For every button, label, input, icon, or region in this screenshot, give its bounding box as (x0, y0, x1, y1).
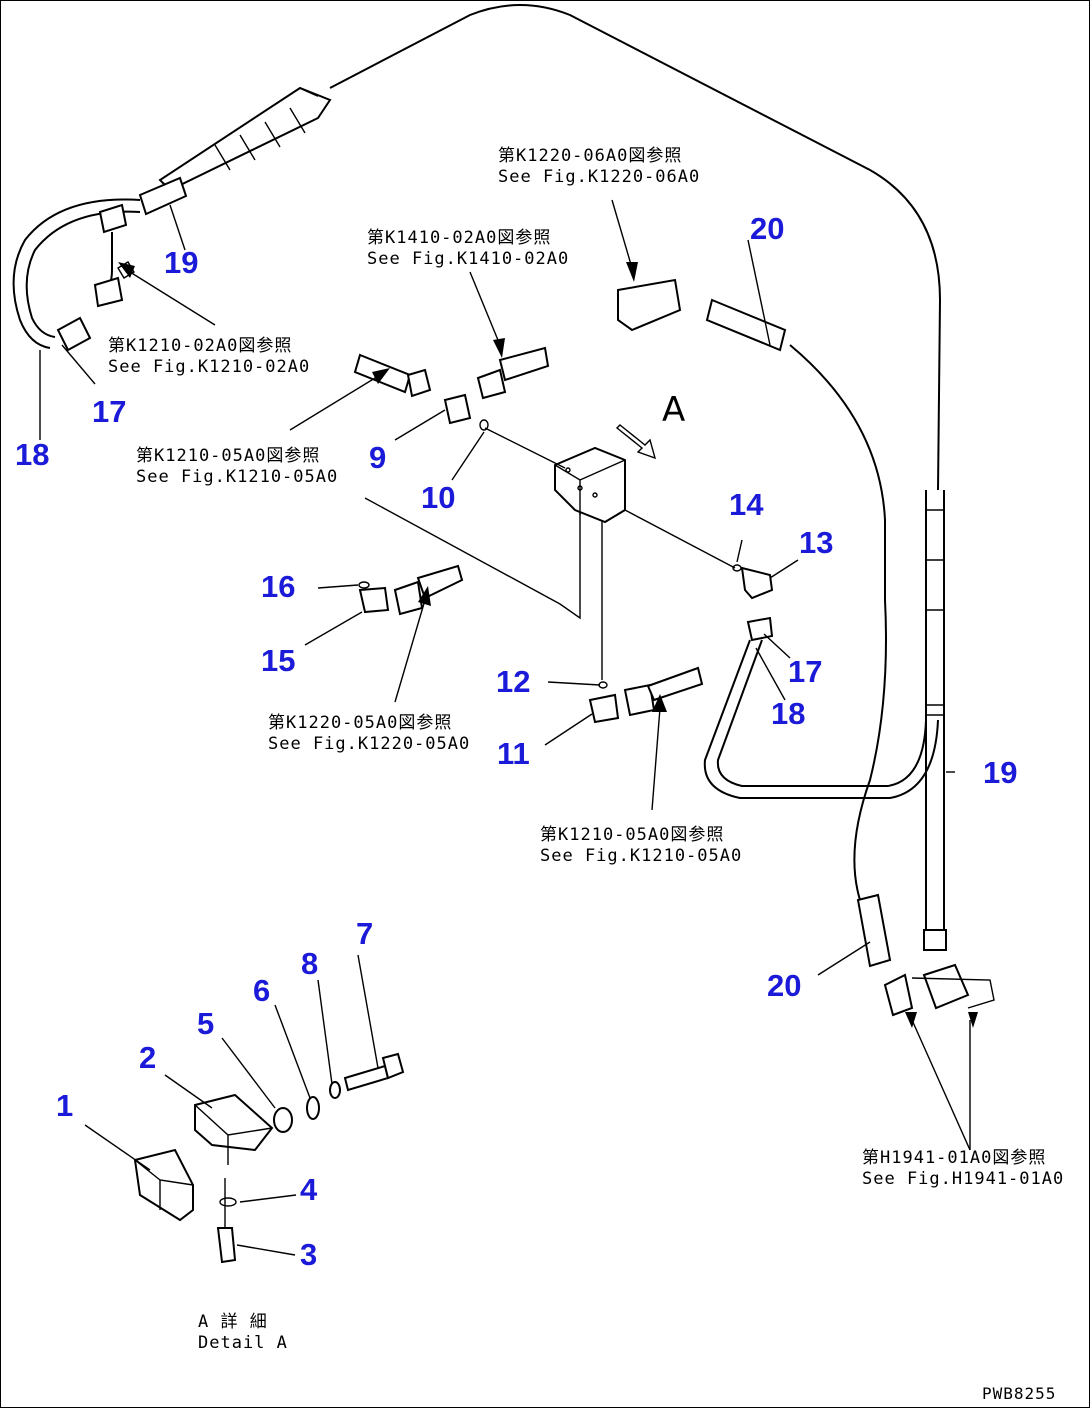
reference-k1410-02a0: 第K1410-02A0図参照 See Fig.K1410-02A0 (367, 228, 569, 270)
reference-arrows (118, 199, 971, 1151)
reference-jp: 第H1941-01A0図参照 (862, 1148, 1047, 1168)
reference-en: See Fig.K1210-05A0 (540, 846, 743, 866)
part-number-9: 9 (369, 440, 387, 475)
part-number-16: 16 (261, 569, 296, 604)
detail-a-parts (133, 1052, 405, 1264)
part-number-15: 15 (261, 643, 296, 678)
part-number-6: 6 (253, 973, 271, 1008)
leader-lines (39, 204, 955, 1256)
reference-en: See Fig.H1941-01A0 (862, 1169, 1065, 1189)
part-number-13: 13 (799, 525, 834, 560)
hose-19-right (883, 490, 995, 1028)
reference-jp: 第K1210-05A0図参照 (540, 825, 725, 845)
part-number-8: 8 (301, 946, 319, 981)
part-number-10: 10 (421, 480, 456, 515)
part-number-19: 19 (983, 755, 1018, 790)
reference-en: See Fig.K1210-02A0 (108, 357, 311, 377)
part-number-1: 1 (56, 1088, 74, 1123)
hose-19-loop (12, 4, 942, 491)
detail-en: Detail A (198, 1333, 288, 1353)
part-number-14: 14 (729, 487, 764, 522)
part-number-18: 18 (15, 437, 50, 472)
part-number-20: 20 (750, 211, 785, 246)
small-fittings (353, 346, 774, 724)
view-marker-a: A (662, 390, 686, 430)
part-number-7: 7 (356, 916, 374, 951)
part-number-17: 17 (788, 654, 823, 689)
reference-en: See Fig.K1210-05A0 (136, 467, 339, 487)
reference-k1220-06a0: 第K1220-06A0図参照 See Fig.K1220-06A0 (498, 146, 700, 188)
reference-h1941-01a0: 第H1941-01A0図参照 See Fig.H1941-01A0 (862, 1148, 1064, 1190)
reference-jp: 第K1210-02A0図参照 (108, 336, 293, 356)
part-number-2: 2 (139, 1040, 157, 1075)
reference-k1220-05a0: 第K1220-05A0図参照 See Fig.K1220-05A0 (268, 713, 470, 755)
reference-jp: 第K1210-05A0図参照 (136, 446, 321, 466)
part-number-18: 18 (771, 696, 806, 731)
reference-k1210-02a0: 第K1210-02A0図参照 See Fig.K1210-02A0 (108, 336, 310, 378)
reference-en: See Fig.K1220-06A0 (498, 167, 701, 187)
detail-jp: A 詳 細 (198, 1312, 268, 1332)
pipes-center (364, 427, 939, 799)
reference-k1210-05a0-left: 第K1210-05A0図参照 See Fig.K1210-05A0 (136, 446, 338, 488)
part-number-5: 5 (197, 1006, 215, 1041)
part-number-4: 4 (300, 1172, 318, 1207)
part-number-3: 3 (300, 1237, 318, 1272)
manifold-block (554, 424, 657, 524)
fitting-17-left (56, 203, 135, 352)
reference-jp: 第K1220-06A0図参照 (498, 146, 683, 166)
part-number-19: 19 (164, 245, 199, 280)
part-number-20: 20 (767, 968, 802, 1003)
reference-jp: 第K1220-05A0図参照 (268, 713, 453, 733)
reference-en: See Fig.K1410-02A0 (367, 249, 570, 269)
detail-a-caption: A 詳 細 Detail A (198, 1312, 288, 1354)
part-number-12: 12 (496, 664, 531, 699)
reference-en: See Fig.K1220-05A0 (268, 734, 471, 754)
drawing-code: PWB8255 (982, 1384, 1057, 1403)
part-number-11: 11 (497, 736, 530, 771)
reference-jp: 第K1410-02A0図参照 (367, 228, 552, 248)
hose-20 (617, 278, 892, 968)
part-number-17: 17 (92, 394, 127, 429)
reference-k1210-05a0-bottom: 第K1210-05A0図参照 See Fig.K1210-05A0 (540, 825, 742, 867)
